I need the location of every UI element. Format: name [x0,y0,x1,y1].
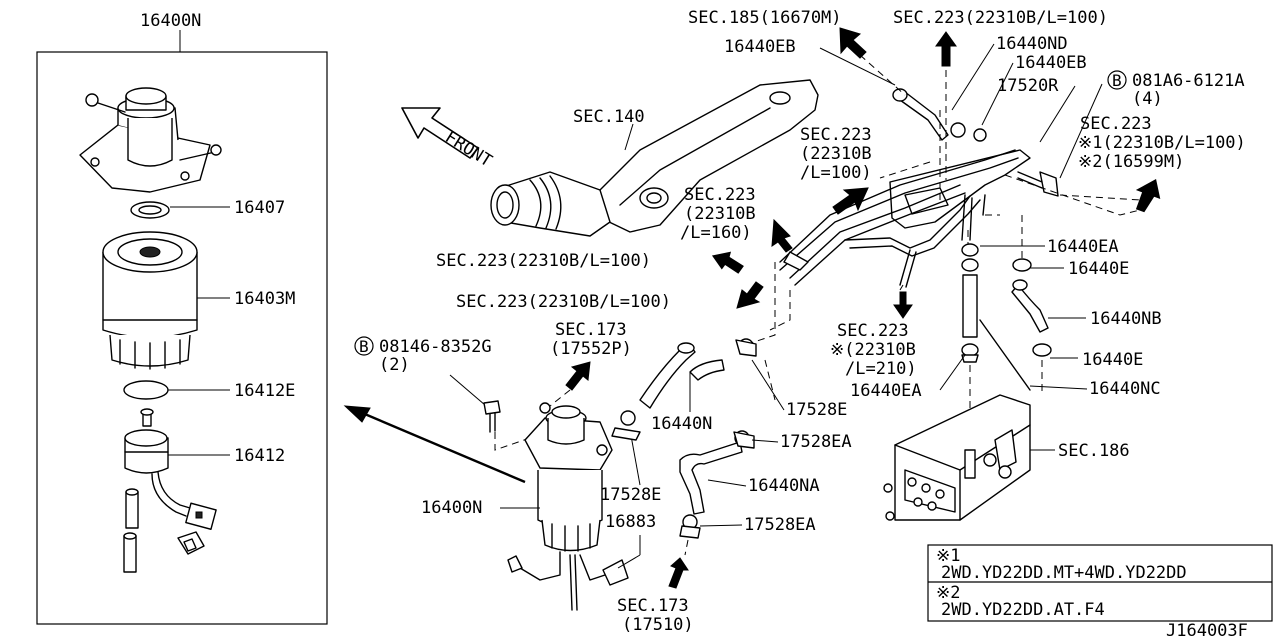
note-2-mark: ※2 [936,583,960,603]
label-sec223-210-1: SEC.223 [837,321,909,341]
label-16400N-main: 16400N [421,498,482,518]
label-16440NA: 16440NA [748,476,820,496]
label-sec223-210-3: /L=210) [845,359,917,379]
fuel-filter-assembly-part [507,402,629,611]
note-1-text: 2WD.YD22DD.MT+4WD.YD22DD [941,563,1187,583]
front-label: FRONT [441,127,495,171]
label-17520R: 17520R [997,76,1059,96]
label-sec223-right-2: ※1(22310B/L=100) [1078,133,1246,153]
label-sec223-right-1: SEC.223 [1080,114,1152,134]
label-16440EA-bot: 16440EA [850,381,922,401]
label-sec185: SEC.185(16670M) [688,8,842,28]
arrow-sec185-icon [839,27,867,59]
front-arrow-icon [401,107,479,159]
note-2-text: 2WD.YD22DD.AT.F4 [941,600,1105,620]
label-sec223-160-2: (22310B [684,204,756,224]
filter-cartridge-part [102,231,198,370]
seal-ring-part [130,201,170,219]
applicability-notes-box: ※1 2WD.YD22DD.MT+4WD.YD22DD ※2 2WD.YD22D… [927,544,1273,622]
label-16412E: 16412E [234,381,295,401]
arrow-sec223-160-icon [771,218,793,253]
label-sec186: SEC.186 [1058,441,1130,461]
inset-frame [36,51,328,625]
label-sec223-160-3: /L=160) [680,223,752,243]
label-16440E-bot: 16440E [1082,350,1143,370]
arrow-sec223-right-icon [1135,178,1161,213]
intake-manifold-part [490,79,819,237]
diagram-id: J164003F [1166,621,1248,640]
label-sec223-left-a: SEC.223(22310B/L=100) [436,251,651,271]
right-hoses [961,243,1052,440]
label-sec140: SEC.140 [573,107,645,127]
label-16440NB: 16440NB [1090,309,1162,329]
label-16440N: 16440N [651,414,712,434]
label-sec173-top-1: SEC.173 [555,320,627,340]
arrow-sec223-left-a-icon [711,251,744,274]
label-sec173-bot-1: SEC.173 [617,596,689,616]
bolt-symbol-top: B [1112,71,1122,90]
label-sec223-160-1: SEC.223 [684,185,756,205]
label-sec223-mid-2: (22310B [800,144,872,164]
bolt-symbol-left: B [359,337,369,356]
arrow-sec173-top-icon [565,361,591,391]
hose-16440N-part [611,338,757,441]
label-sec223-210-2: ※(22310B [830,340,916,360]
injection-pump-part [883,394,1031,521]
pipe-connectors [744,251,809,401]
label-16883: 16883 [605,512,656,532]
bolt-top-part [1017,171,1059,197]
water-sensor-part [124,408,217,555]
label-16440EB-right: 16440EB [1015,53,1087,73]
label-16403M: 16403M [234,289,295,309]
note-1-mark: ※1 [936,546,960,566]
label-17528EA-a: 17528EA [780,432,852,452]
label-16412: 16412 [234,446,285,466]
arrow-sec223-mid-icon [832,187,869,215]
label-sec223-left-b: SEC.223(22310B/L=100) [456,292,671,312]
label-17528E-b: 17528E [600,485,661,505]
fuel-line-network [779,54,1141,291]
bolt-symbol-top-icon [1107,70,1127,90]
front-direction: FRONT [401,107,495,171]
label-16407: 16407 [234,198,285,218]
arrow-sec223-210-icon [893,291,913,319]
o-ring-part [123,380,169,400]
inset-title: 16400N [140,11,201,31]
arrow-sec223-top-icon [935,31,957,67]
inset-exploded-filter: 16400N 16407 [36,11,328,625]
label-sec223-right-3: ※2(16599M) [1078,152,1184,172]
label-bolt-left-num: 08146-8352G [379,337,492,357]
label-16440EB-left: 16440EB [724,37,796,57]
label-16440ND: 16440ND [996,34,1068,54]
bolt-symbol-left-icon [354,336,374,356]
label-bolt-top-qty: (4) [1132,89,1163,109]
drain-tube-part [123,488,139,573]
label-16440E-top: 16440E [1068,259,1129,279]
label-16440NC: 16440NC [1089,379,1161,399]
label-16440EA-top: 16440EA [1047,237,1119,257]
hose-16440NA-part [679,430,755,539]
label-17528EA-b: 17528EA [744,515,816,535]
label-sec223-mid-3: /L=100) [800,163,872,183]
label-sec173-top-2: (17552P) [550,339,632,359]
label-bolt-top-num: 081A6-6121A [1132,71,1245,91]
label-sec223-mid-1: SEC.223 [800,125,872,145]
label-sec173-bot-2: (17510) [622,615,694,635]
assembly-arrow-icon [343,405,371,423]
arrow-sec173-bot-icon [668,557,689,589]
label-17528E-a: 17528E [786,400,847,420]
label-sec223-top: SEC.223(22310B/L=100) [893,8,1108,28]
filter-head-part [79,87,222,193]
label-bolt-left-qty: (2) [379,355,410,375]
arrow-sec223-left-b-icon [736,281,764,309]
bolt-left-part [483,400,501,433]
